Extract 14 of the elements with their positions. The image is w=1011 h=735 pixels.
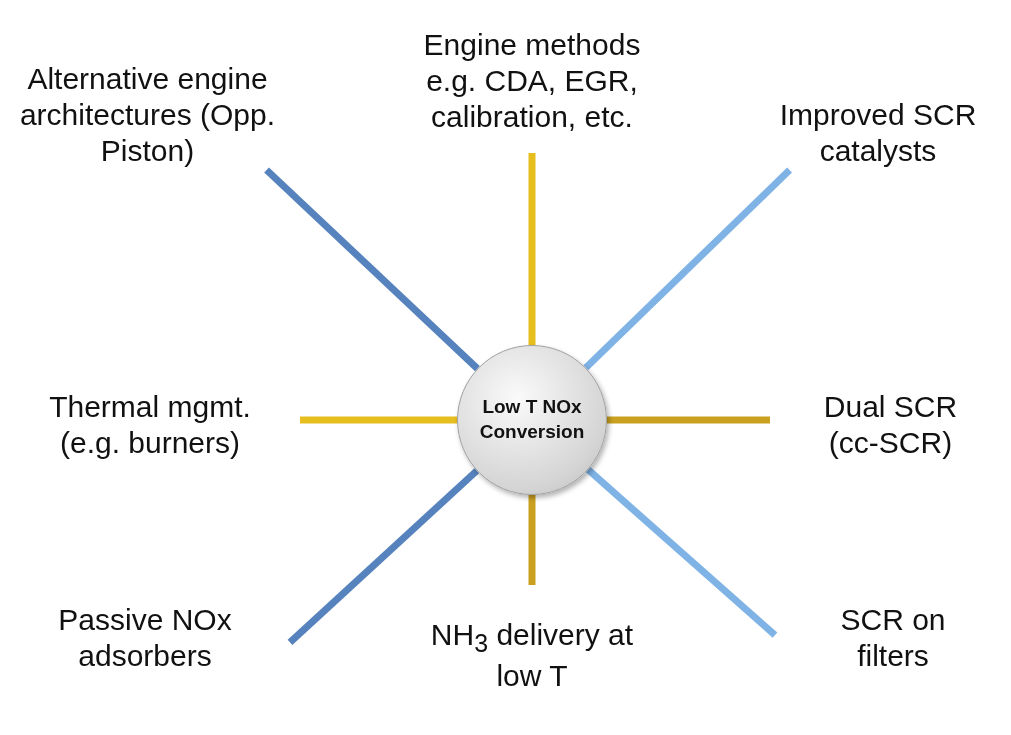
connector-line [287,468,480,645]
connector-line [583,167,792,371]
topic-label: Passive NOx adsorbers [57,601,233,674]
topic-label: Improved SCR catalysts [778,96,978,169]
connector-line [264,167,480,372]
hub-circle [457,345,607,495]
topic-label: Dual SCR (cc-SCR) [822,389,959,461]
connector-line [585,467,778,638]
topic-label: NH$_{3}$ delivery at low T [429,616,635,694]
topic-label: Alternative engine architectures (Opp. Piston) [18,61,277,169]
topic-label: Thermal mgmt. (e.g. burners) [48,389,252,461]
topic-label: Engine methods e.g. CDA, EGR, calibration, etc. [422,26,642,135]
hub-label: Low T NOx Conversion [478,395,586,444]
topic-label: SCR on filters [839,601,947,674]
